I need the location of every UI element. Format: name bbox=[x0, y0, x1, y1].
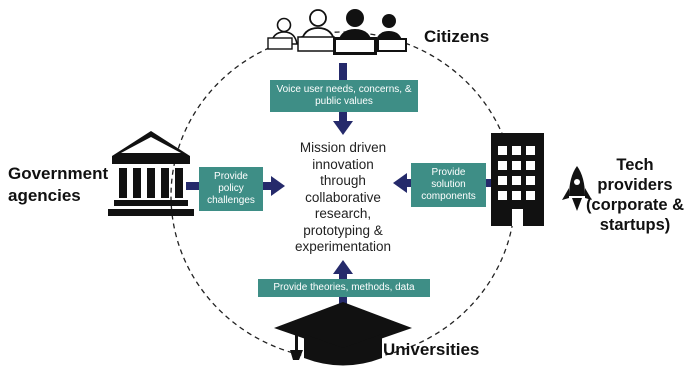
tech-flow-box: Provide solution components bbox=[411, 163, 486, 207]
government-flow-box: Provide policy challenges bbox=[199, 167, 263, 211]
government-building-icon bbox=[108, 131, 194, 216]
government-flow-text: Provide policy challenges bbox=[207, 171, 255, 206]
universities-label: Universities bbox=[383, 340, 480, 359]
arrow-government-head bbox=[271, 176, 285, 196]
rocket-icon bbox=[562, 166, 592, 211]
graduation-cap-icon bbox=[274, 302, 412, 366]
tech-providers-label: Tech providers (corporate & startups) bbox=[585, 156, 685, 234]
government-agencies-label: Government agencies bbox=[8, 164, 109, 205]
arrow-universities-head bbox=[333, 260, 353, 274]
people-with-laptops-icon bbox=[267, 9, 407, 55]
arrow-citizens-head bbox=[333, 121, 353, 135]
citizens-label: Citizens bbox=[424, 27, 490, 46]
tech-flow-text: Provide solution components bbox=[421, 167, 476, 202]
center-mission-text: Mission driven innovation through collab… bbox=[294, 140, 392, 254]
universities-flow-text: Provide theories, methods, data bbox=[273, 282, 415, 293]
citizens-flow-box: Voice user needs, concerns, & public val… bbox=[270, 80, 418, 112]
arrow-tech-head bbox=[393, 173, 407, 193]
citizens-flow-text: Voice user needs, concerns, & public val… bbox=[276, 84, 412, 107]
universities-flow-box: Provide theories, methods, data bbox=[258, 279, 430, 297]
office-building-icon bbox=[491, 133, 544, 226]
